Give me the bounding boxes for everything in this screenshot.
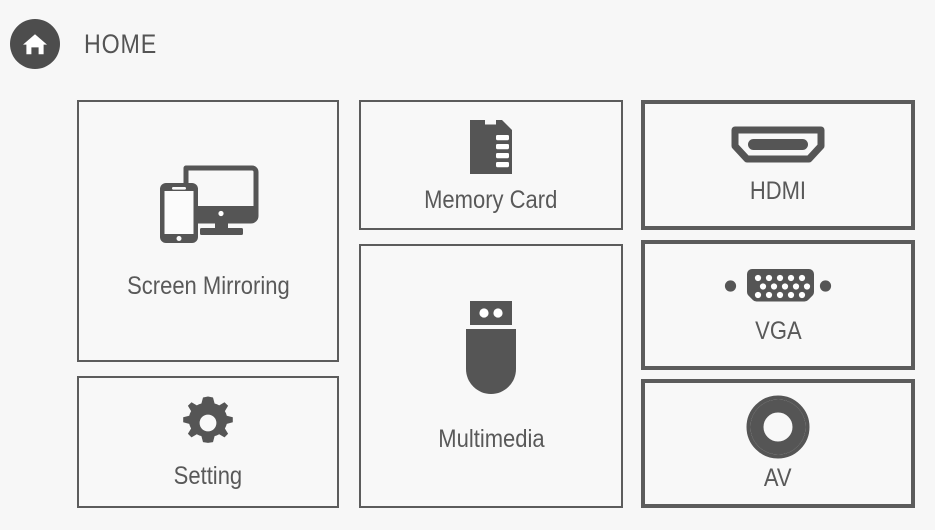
home-icon[interactable] xyxy=(10,19,60,69)
tile-multimedia[interactable]: Multimedia xyxy=(359,244,623,508)
tile-label-hdmi: HDMI xyxy=(749,176,807,205)
tile-label-vga: VGA xyxy=(754,316,802,345)
usb-drive-icon xyxy=(460,299,522,399)
gear-icon xyxy=(179,394,237,452)
tile-screen-mirroring[interactable]: Screen Mirroring xyxy=(77,100,339,362)
header-bar: HOME xyxy=(0,0,935,88)
sd-card-icon xyxy=(460,116,522,178)
tile-label-memory-card: Memory Card xyxy=(424,185,558,214)
tile-hdmi[interactable]: HDMI xyxy=(641,100,915,230)
tile-memory-card[interactable]: Memory Card xyxy=(359,100,623,230)
screen-mirroring-icon xyxy=(156,162,260,246)
tile-setting[interactable]: Setting xyxy=(77,376,339,508)
tile-label-setting: Setting xyxy=(173,461,243,490)
hdmi-port-icon xyxy=(730,125,826,165)
tile-label-screen-mirroring: Screen Mirroring xyxy=(126,271,290,300)
tile-av[interactable]: AV xyxy=(641,379,915,508)
tile-label-av: AV xyxy=(764,464,792,492)
vga-port-icon xyxy=(724,265,832,307)
page-title: HOME xyxy=(84,28,158,59)
tile-vga[interactable]: VGA xyxy=(641,240,915,370)
rca-jack-icon xyxy=(745,394,811,460)
tile-label-multimedia: Multimedia xyxy=(437,424,545,453)
